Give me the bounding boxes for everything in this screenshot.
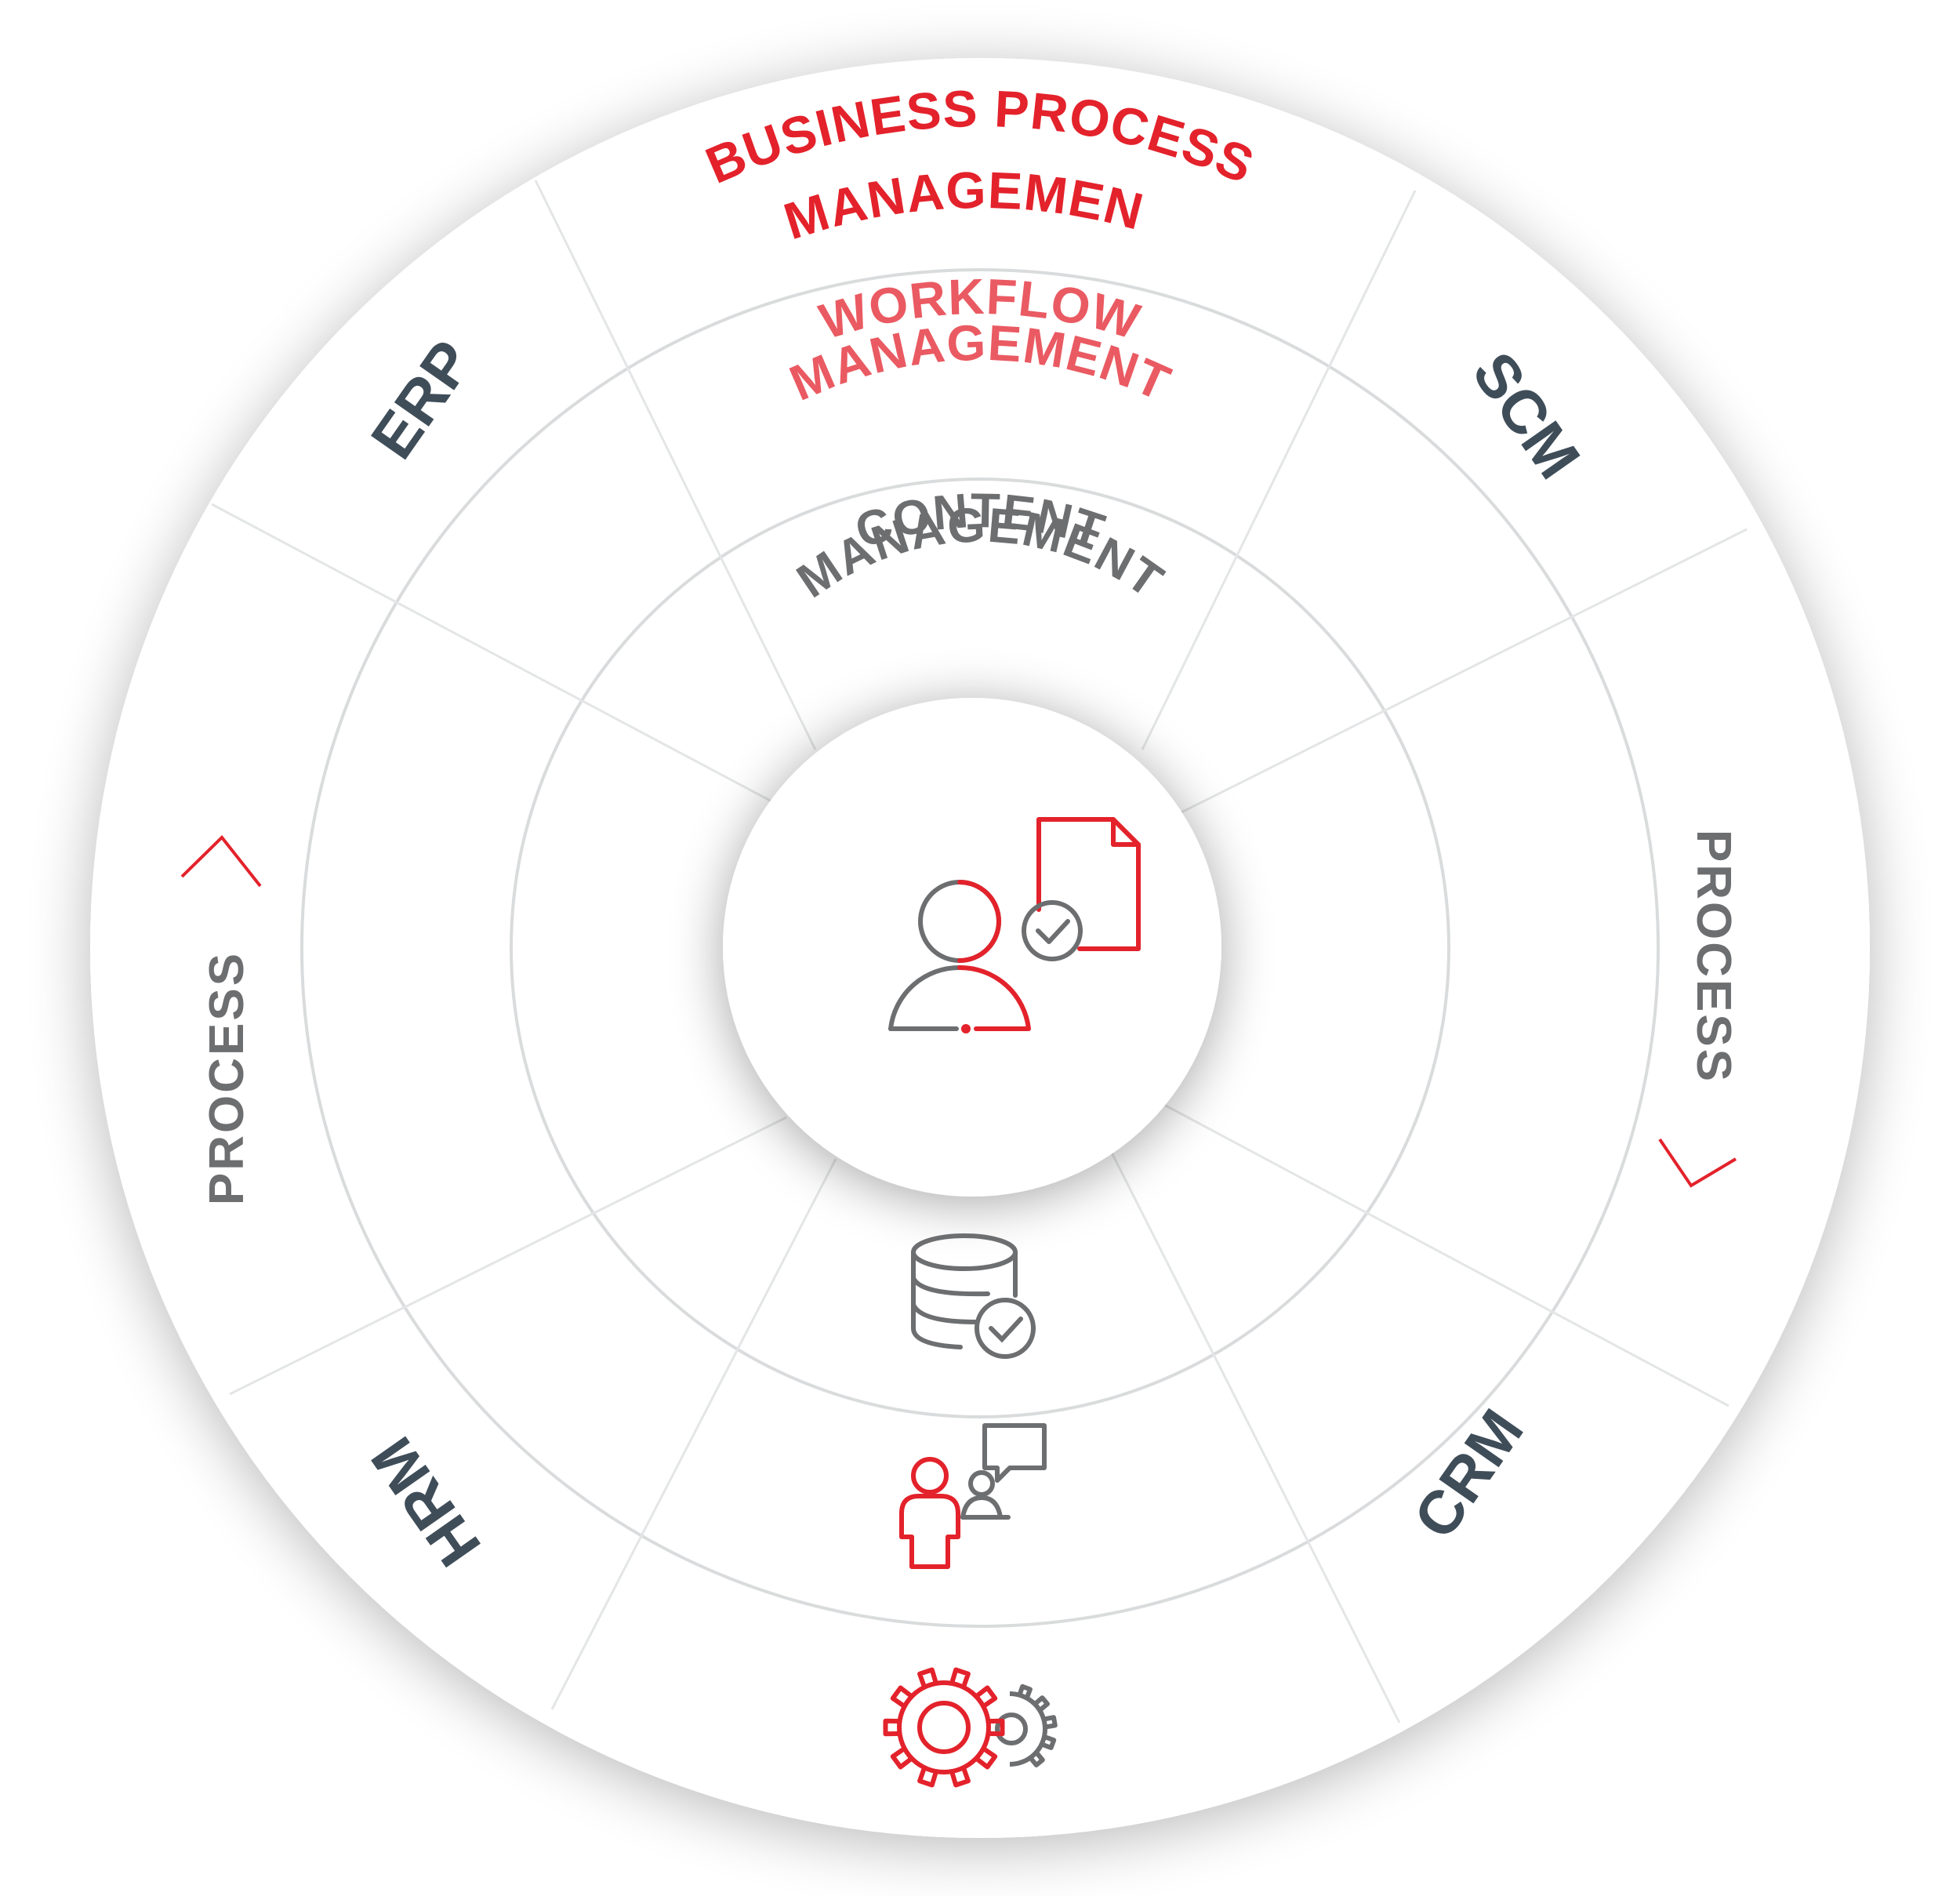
process-left-arrow-icon bbox=[180, 835, 262, 888]
center-hub bbox=[723, 698, 1221, 1197]
spoke-lines bbox=[211, 180, 1748, 1723]
process-left-label: PROCESS bbox=[200, 951, 254, 1205]
process-right-arrow-icon bbox=[1658, 1138, 1737, 1188]
gear-tooth bbox=[1017, 1684, 1058, 1767]
process-right-label: PROCESS bbox=[1686, 830, 1740, 1084]
middle-ring-border bbox=[300, 268, 1660, 1628]
gear-tooth bbox=[883, 1667, 1005, 1788]
database-check-icon bbox=[911, 1233, 1036, 1359]
inner-ring-border bbox=[510, 478, 1450, 1418]
gears-icon bbox=[883, 1667, 1058, 1788]
people-conversation-icon bbox=[899, 1423, 1047, 1569]
user-document-check-icon bbox=[888, 817, 1141, 1033]
